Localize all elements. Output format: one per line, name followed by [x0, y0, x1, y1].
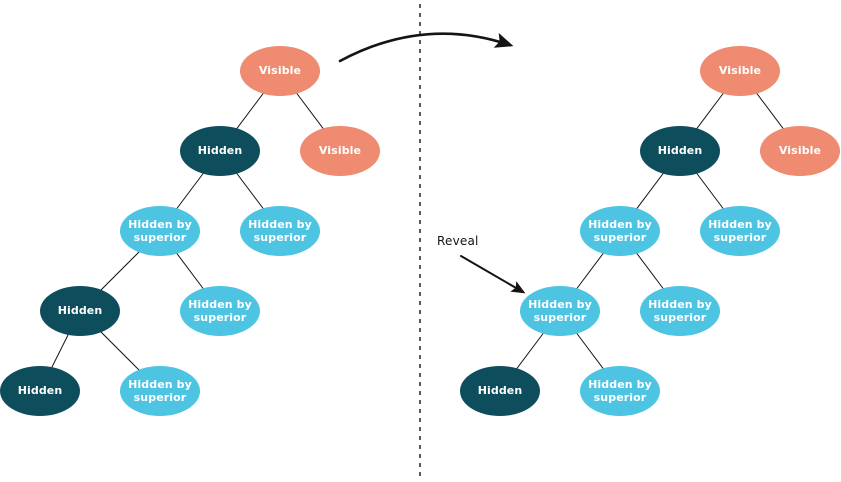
- tree-node-hidden[interactable]: Hidden: [0, 366, 80, 416]
- tree-node-visible[interactable]: Visible: [240, 46, 320, 96]
- tree-node-label: Visible: [718, 64, 762, 78]
- tree-node-hidden[interactable]: Hidden: [640, 126, 720, 176]
- tree-node-label: Hidden: [57, 304, 103, 318]
- tree-node-label: Visible: [778, 144, 822, 158]
- tree-node-label: Visible: [258, 64, 302, 78]
- tree-node-label: Hidden: [477, 384, 523, 398]
- tree-node-hidden[interactable]: Hidden: [180, 126, 260, 176]
- tree-node-hidden[interactable]: Hidden: [460, 366, 540, 416]
- tree-node-visible[interactable]: Visible: [300, 126, 380, 176]
- tree-node-label: Visible: [318, 144, 362, 158]
- tree-node-label: Hidden: [657, 144, 703, 158]
- tree-node-label: Hidden: [17, 384, 63, 398]
- reveal-label: Reveal: [437, 234, 479, 248]
- tree-node-hidden[interactable]: Hidden: [40, 286, 120, 336]
- tree-node-label: Hidden: [197, 144, 243, 158]
- tree-node-visible[interactable]: Visible: [760, 126, 840, 176]
- tree-node-visible[interactable]: Visible: [700, 46, 780, 96]
